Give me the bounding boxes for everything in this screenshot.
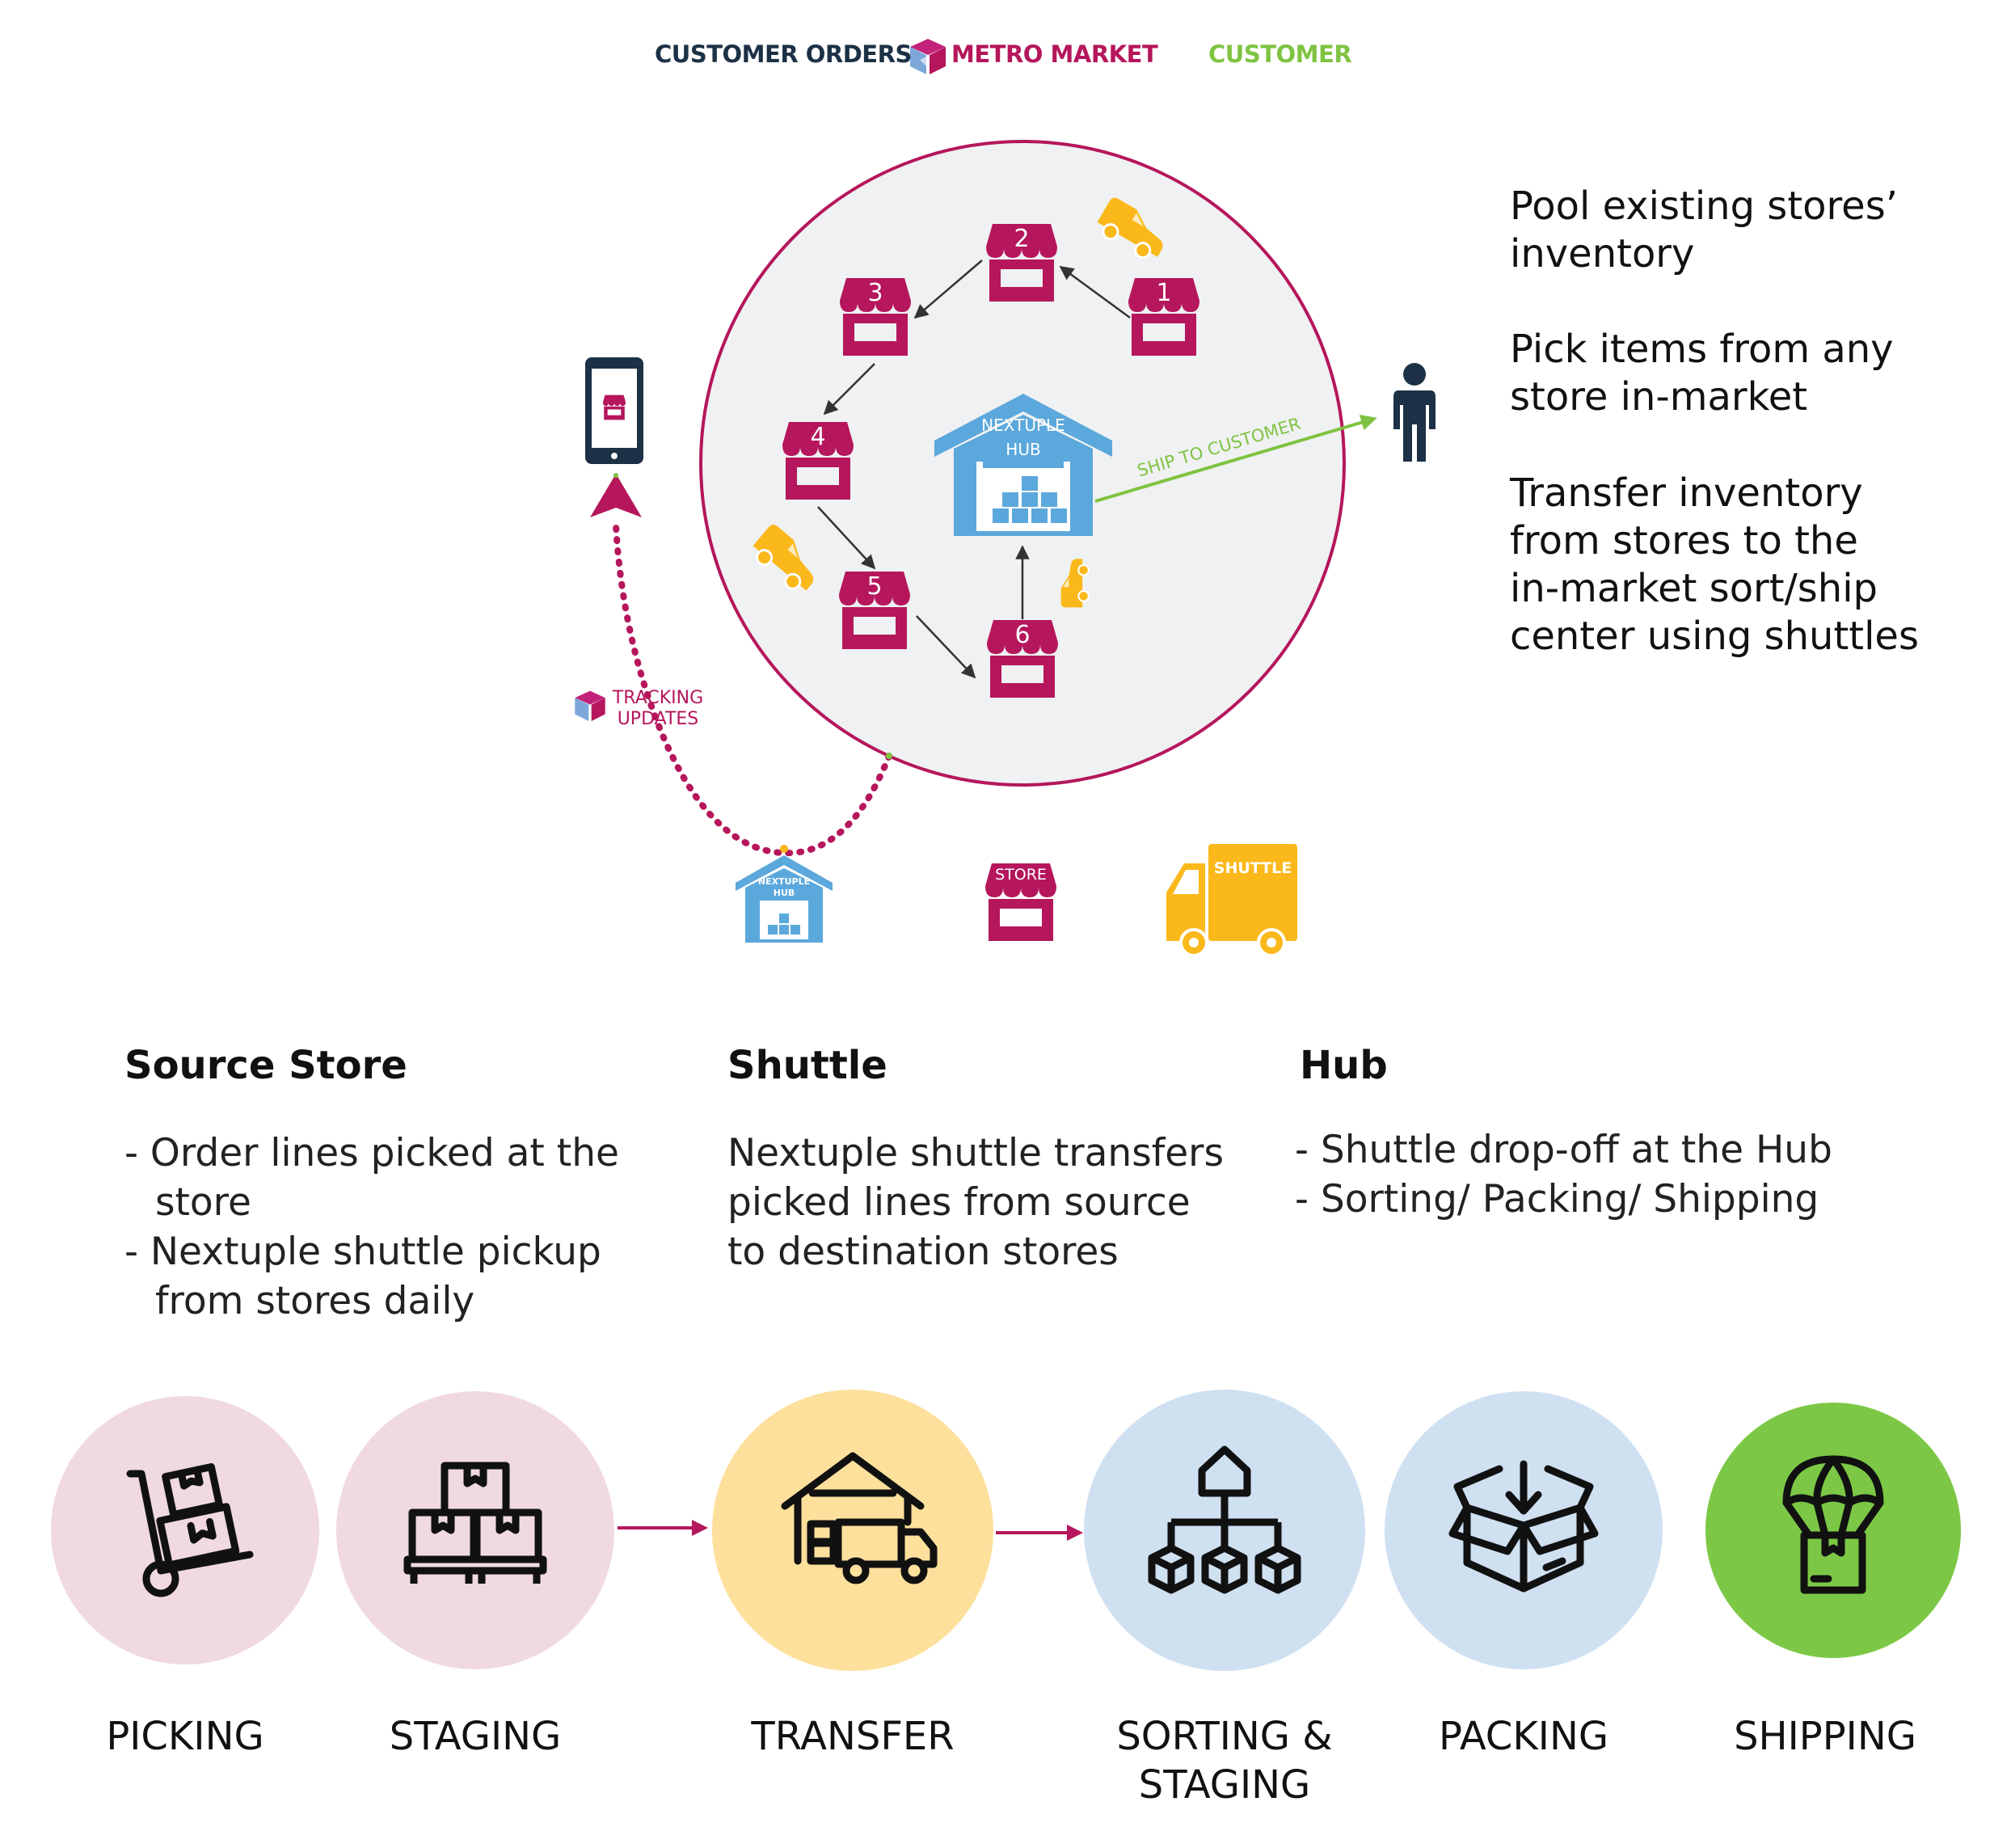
step-circle-picking (51, 1396, 319, 1664)
legend-shuttle: SHUTTLE (1166, 844, 1297, 957)
legend-hub-line1: NEXTUPLE (758, 876, 810, 887)
step-circle-transfer (712, 1390, 993, 1671)
step-label-sorting: SORTING & STAGING (1116, 1714, 1333, 1808)
legend-shuttle-label: SHUTTLE (1214, 859, 1292, 877)
customer-orders-label: CUSTOMER ORDERS (655, 40, 912, 68)
store-1: 1 (1128, 278, 1199, 356)
benefit-pool-inventory: Pool existing stores’ inventory (1510, 184, 1898, 276)
legend-hub: NEXTUPLE HUB (736, 845, 833, 943)
tracking-label-line1: TRACKING (612, 688, 703, 708)
metro-market-logo (910, 39, 946, 74)
legend-hub-line2: HUB (774, 888, 795, 898)
ship-to-customer-arrow (1094, 414, 1377, 503)
pallet-boxes-icon (403, 1462, 547, 1584)
store-number: 5 (866, 572, 882, 601)
store-4: 4 (782, 422, 854, 500)
tracking-end-dot (613, 473, 618, 478)
warehouse-truck-icon (781, 1452, 938, 1584)
step-label-shipping: SHIPPING (1734, 1714, 1916, 1759)
legend-store: STORE (985, 863, 1056, 941)
store-number: 4 (810, 423, 825, 451)
hub-label-line2: HUB (1005, 440, 1040, 459)
phone-icon (585, 357, 643, 464)
step-label-staging: STAGING (389, 1714, 562, 1759)
legend-store-label: STORE (995, 866, 1047, 884)
tracking-start-dot (886, 753, 892, 759)
store-6: 6 (987, 620, 1058, 698)
tracking-dotted-path (613, 522, 892, 857)
benefit-transfer-inventory: Transfer inventory from stores to the in… (1510, 470, 1919, 659)
metro-market-label: METRO MARKET (951, 40, 1158, 68)
step-label-picking: PICKING (106, 1714, 264, 1759)
nextuple-hub: NEXTUPLE HUB (934, 394, 1112, 536)
store-3: 3 (840, 278, 911, 356)
hub-title: Hub (1300, 1043, 1388, 1088)
step-circle-shipping (1705, 1403, 1961, 1658)
store-5: 5 (839, 572, 910, 649)
step-label-transfer: TRANSFER (751, 1714, 955, 1759)
source-store-body: - Order lines picked at the store - Next… (124, 1131, 619, 1323)
source-store-title: Source Store (124, 1043, 407, 1088)
shuttle-body: Nextuple shuttle transfers picked lines … (727, 1131, 1224, 1274)
hub-body: - Shuttle drop-off at the Hub - Sorting/… (1295, 1128, 1832, 1221)
tracking-label-line2: UPDATES (618, 709, 699, 729)
customer-label: CUSTOMER (1208, 40, 1352, 68)
tracking-logo (575, 690, 605, 721)
step-label-packing: PACKING (1438, 1714, 1609, 1759)
store-number: 6 (1014, 621, 1030, 649)
store-route-arrows (817, 259, 1131, 679)
open-box-icon (1448, 1460, 1599, 1593)
tracking-arrowhead (590, 474, 642, 517)
store-number: 2 (1014, 225, 1029, 253)
store-number: 3 (867, 279, 883, 307)
shuttle-title: Shuttle (727, 1043, 887, 1088)
parachute-box-icon (1782, 1455, 1884, 1594)
hand-truck-icon (126, 1463, 254, 1597)
store-2: 2 (986, 224, 1057, 302)
customer-person-icon (1393, 363, 1436, 462)
store-number: 1 (1156, 279, 1171, 307)
benefit-pick-items: Pick items from any store in-market (1510, 327, 1894, 420)
sorting-hierarchy-icon (1148, 1445, 1301, 1594)
hub-label-line1: NEXTUPLE (981, 416, 1065, 435)
